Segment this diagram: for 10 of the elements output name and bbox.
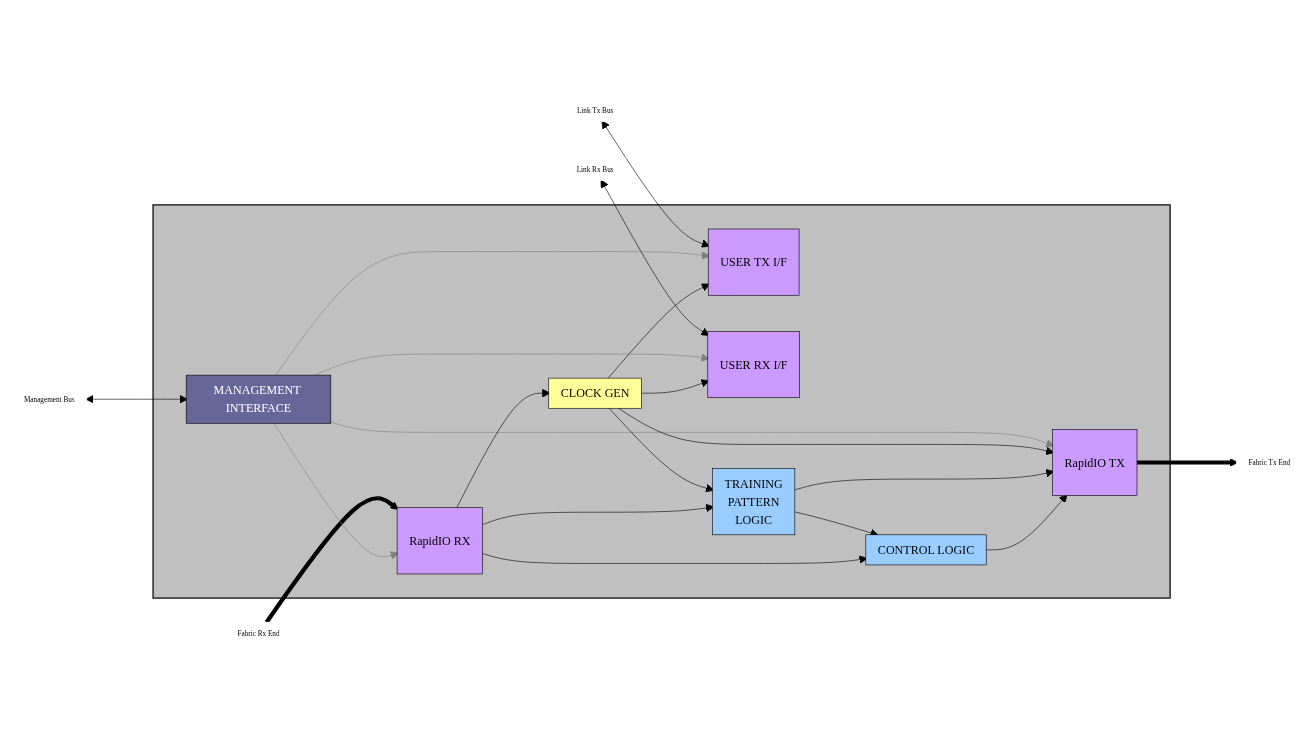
node-box: CONTROL LOGIC <box>865 534 986 565</box>
arrow <box>264 495 399 623</box>
node-box: USER TX I/F <box>707 228 799 296</box>
node-box: USER RX I/F <box>707 330 800 398</box>
cluster <box>151 203 1171 599</box>
node-box: MANAGEMENT INTERFACE <box>185 374 331 424</box>
node-box: CLOCK GEN <box>547 377 642 409</box>
node-box: RapidIO RX <box>396 506 483 574</box>
node-box: RapidIO TX <box>1051 428 1137 496</box>
node-box: TRAINING PATTERN LOGIC <box>711 467 795 535</box>
